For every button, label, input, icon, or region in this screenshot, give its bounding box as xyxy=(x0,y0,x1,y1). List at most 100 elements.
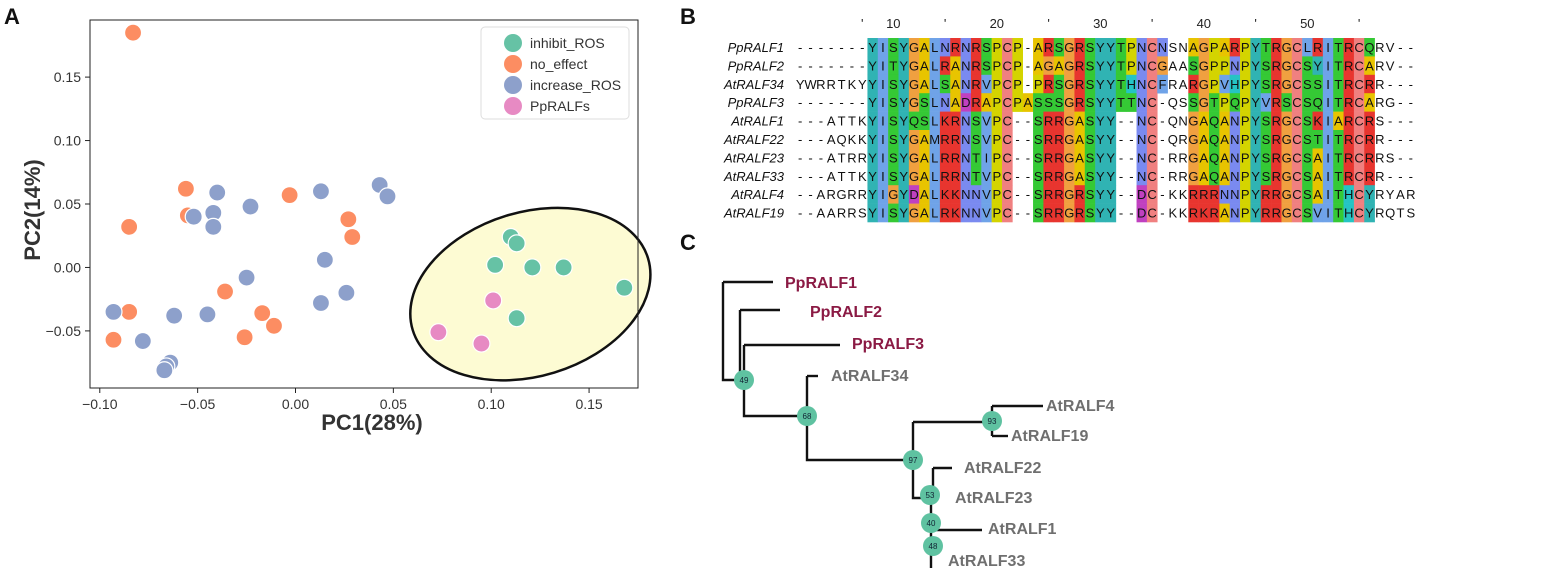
alignment-residue-bg xyxy=(981,148,992,168)
alignment-residue: R xyxy=(1375,187,1384,202)
alignment-residue: N xyxy=(1137,150,1146,165)
alignment-residue: P xyxy=(1241,187,1250,202)
alignment-residue: I xyxy=(881,58,885,73)
scatter-point-no-effect xyxy=(253,304,272,323)
svg-text:40: 40 xyxy=(927,519,936,528)
alignment-residue: R xyxy=(837,206,846,221)
alignment-residue-bg xyxy=(1240,148,1251,168)
alignment-residue: - xyxy=(1160,169,1164,184)
alignment-ruler-label: 40 xyxy=(1197,16,1211,31)
alignment-residue: - xyxy=(1026,132,1030,147)
alignment-residue: Y xyxy=(1106,58,1115,73)
alignment-residue-bg xyxy=(867,148,879,168)
alignment-residue-bg xyxy=(1364,38,1375,57)
alignment-residue-bg xyxy=(1364,148,1375,168)
alignment-residue: K xyxy=(1168,206,1177,221)
x-axis-label: PC1(28%) xyxy=(321,410,422,435)
alignment-residue-bg xyxy=(1064,74,1075,94)
alignment-residue: T xyxy=(838,169,846,184)
alignment-residue: - xyxy=(1119,206,1123,221)
alignment-residue: R xyxy=(847,150,856,165)
alignment-residue-bg xyxy=(1343,203,1355,223)
alignment-residue-bg xyxy=(877,56,889,76)
alignment-residue-bg xyxy=(1043,185,1055,204)
alignment-residue: A xyxy=(827,206,836,221)
alignment-residue-bg xyxy=(919,38,930,57)
alignment-residue: C xyxy=(1002,77,1011,92)
alignment-residue-bg xyxy=(888,203,899,223)
alignment-residue-bg xyxy=(991,185,1003,204)
alignment-residue: R xyxy=(1054,132,1063,147)
alignment-residue-bg xyxy=(1022,93,1034,112)
alignment-residue-bg xyxy=(1353,166,1365,186)
alignment-residue-bg xyxy=(1002,74,1013,94)
alignment-residue-bg xyxy=(1364,185,1375,204)
alignment-residue: S xyxy=(1086,150,1095,165)
alignment-residue-bg xyxy=(1064,166,1075,186)
alignment-residue: - xyxy=(808,206,812,221)
alignment-residue: G xyxy=(909,206,919,221)
alignment-residue-bg xyxy=(1291,38,1303,57)
alignment-residue: R xyxy=(951,114,960,129)
alignment-residue-bg xyxy=(1074,130,1086,149)
alignment-residue: P xyxy=(1241,77,1250,92)
alignment-residue: H xyxy=(1127,77,1136,92)
alignment-residue: Q xyxy=(1364,40,1374,55)
alignment-residue-bg xyxy=(1002,38,1013,57)
alignment-residue-bg xyxy=(950,38,961,57)
alignment-residue: - xyxy=(1015,132,1019,147)
alignment-residue: P xyxy=(1241,169,1250,184)
alignment-residue-bg xyxy=(981,38,992,57)
alignment-residue: R xyxy=(951,132,960,147)
alignment-residue-bg xyxy=(1281,130,1293,149)
legend-label: increase_ROS xyxy=(530,77,621,93)
alignment-residue: N xyxy=(961,77,970,92)
alignment-residue-bg xyxy=(877,38,889,57)
alignment-residue-bg xyxy=(1095,74,1106,94)
tree-label-atralf22: AtRALF22 xyxy=(964,460,1041,477)
sequence-alignment: '10'20'30'40'50' PpRALF1PpRALF2AtRALF34P… xyxy=(723,16,1416,223)
alignment-residue: R xyxy=(1209,187,1218,202)
alignment-residue: S xyxy=(1189,58,1198,73)
alignment-residue: S xyxy=(1303,187,1312,202)
alignment-residue: R xyxy=(1054,114,1063,129)
alignment-residue-bg xyxy=(1281,38,1293,57)
alignment-residue: N xyxy=(971,206,980,221)
alignment-residue-bg xyxy=(991,74,1003,94)
alignment-residue: Q xyxy=(1209,150,1219,165)
alignment-residue: A xyxy=(920,132,929,147)
alignment-residue-bg xyxy=(908,166,920,186)
alignment-residue: R xyxy=(1178,169,1187,184)
alignment-ruler-label: ' xyxy=(944,16,946,31)
alignment-residue: C xyxy=(1147,132,1156,147)
alignment-residue: I xyxy=(881,132,885,147)
alignment-residue: A xyxy=(1199,114,1208,129)
alignment-residue-bg xyxy=(1064,203,1075,223)
alignment-residue: - xyxy=(850,58,854,73)
alignment-residue: R xyxy=(1054,150,1063,165)
alignment-residue: N xyxy=(1230,114,1239,129)
alignment-residue: S xyxy=(889,150,898,165)
alignment-residue-bg xyxy=(1188,185,1199,204)
alignment-residue: C xyxy=(1002,150,1011,165)
alignment-residue: S xyxy=(1262,77,1271,92)
alignment-residue: - xyxy=(808,150,812,165)
alignment-residue: - xyxy=(808,114,812,129)
alignment-residue: S xyxy=(1034,187,1043,202)
alignment-residue-bg xyxy=(1281,203,1293,223)
alignment-residue-bg xyxy=(1002,166,1013,186)
alignment-residue-bg xyxy=(1322,148,1334,168)
alignment-residue: G xyxy=(1064,114,1074,129)
alignment-residue: A xyxy=(817,187,826,202)
alignment-residue: T xyxy=(1117,77,1125,92)
alignment-residue-bg xyxy=(991,166,1003,186)
alignment-residue-bg xyxy=(1260,148,1272,168)
alignment-residue: G xyxy=(1064,187,1074,202)
alignment-residue: S xyxy=(920,114,929,129)
alignment-residue: - xyxy=(860,95,864,110)
alignment-residue: P xyxy=(992,150,1001,165)
alignment-residue: K xyxy=(848,77,857,92)
alignment-residue: K xyxy=(951,206,960,221)
alignment-residue: R xyxy=(847,187,856,202)
phylogenetic-tree: PpRALF1 PpRALF2 PpRALF3 AtRALF34 AtRALF4… xyxy=(721,275,1115,570)
